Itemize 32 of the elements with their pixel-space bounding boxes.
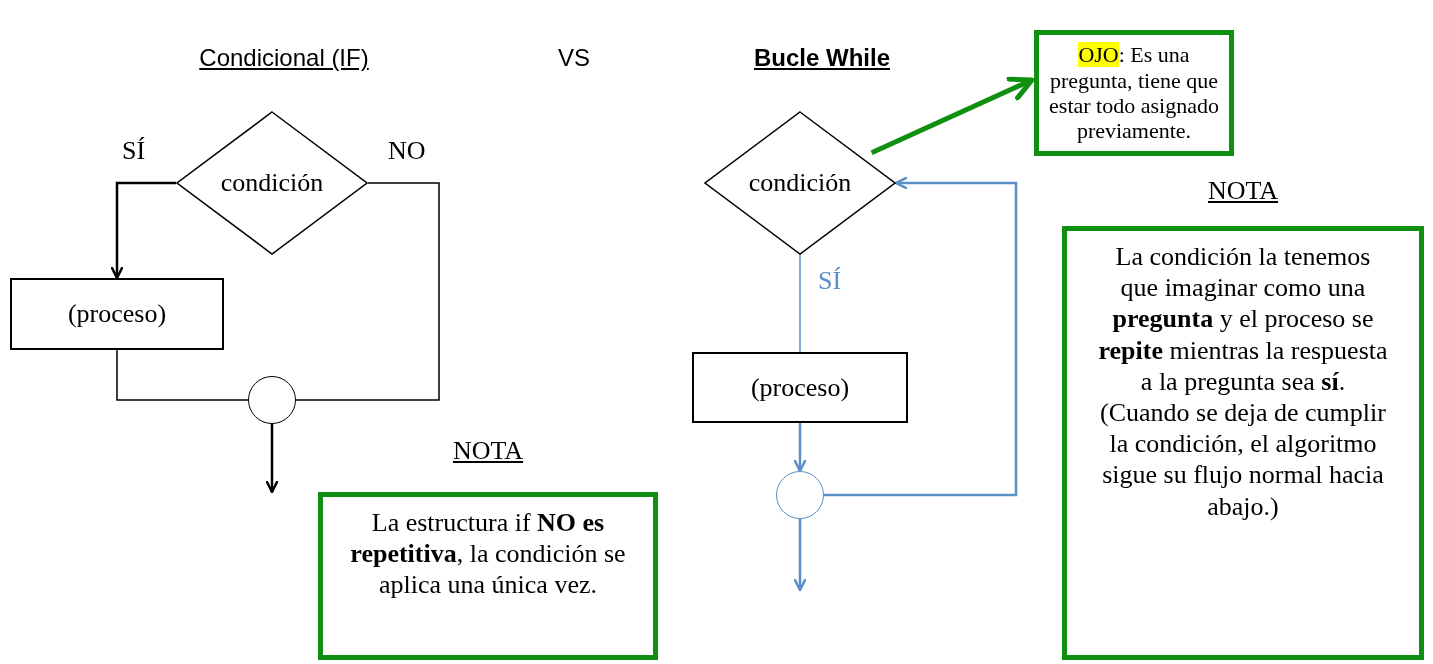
note-text: La estructura if NO es repetitiva, la condición se aplica una única vez. (349, 507, 627, 601)
section-heading: Condicional (IF) (199, 44, 369, 72)
section-heading: Bucle While (754, 44, 890, 72)
process-box (10, 278, 224, 350)
edge-label: NO (388, 136, 426, 166)
condition-text: condición (220, 168, 324, 198)
callout-box (1034, 30, 1234, 156)
arrow (793, 423, 807, 473)
process-text: (proceso) (750, 372, 850, 403)
connector-line (295, 182, 440, 401)
connector-circle (776, 471, 824, 519)
connector-line (799, 254, 801, 353)
edge-label: SÍ (122, 136, 146, 166)
process-box (692, 352, 908, 423)
arrow (824, 176, 1018, 497)
condition-text: condición (748, 168, 852, 198)
edge-label: SÍ (818, 266, 842, 296)
arrow (793, 519, 807, 592)
versus-text: VS (558, 44, 590, 72)
connector-line (116, 349, 249, 401)
note-text: La condición la tenemos que imaginar como una pregunta y el proceso se repite mientras la respuesta a la pregunta sea sí. (1097, 241, 1389, 397)
connector-circle (248, 376, 296, 424)
arrow (870, 76, 1035, 156)
arrow (110, 181, 176, 280)
callout-text: OJO: Es una pregunta, tiene que estar todo asignado previamente. (1048, 42, 1220, 144)
decision-diamond (704, 111, 896, 255)
note-heading: NOTA (452, 436, 524, 466)
note-heading: NOTA (1207, 176, 1279, 206)
process-text: (proceso) (67, 299, 167, 329)
note-text: (Cuando se deja de cumplir la condición, el algoritmo sigue su flujo normal hacia abajo.) (1099, 396, 1387, 522)
arrow (265, 424, 279, 494)
decision-diamond (176, 111, 368, 255)
